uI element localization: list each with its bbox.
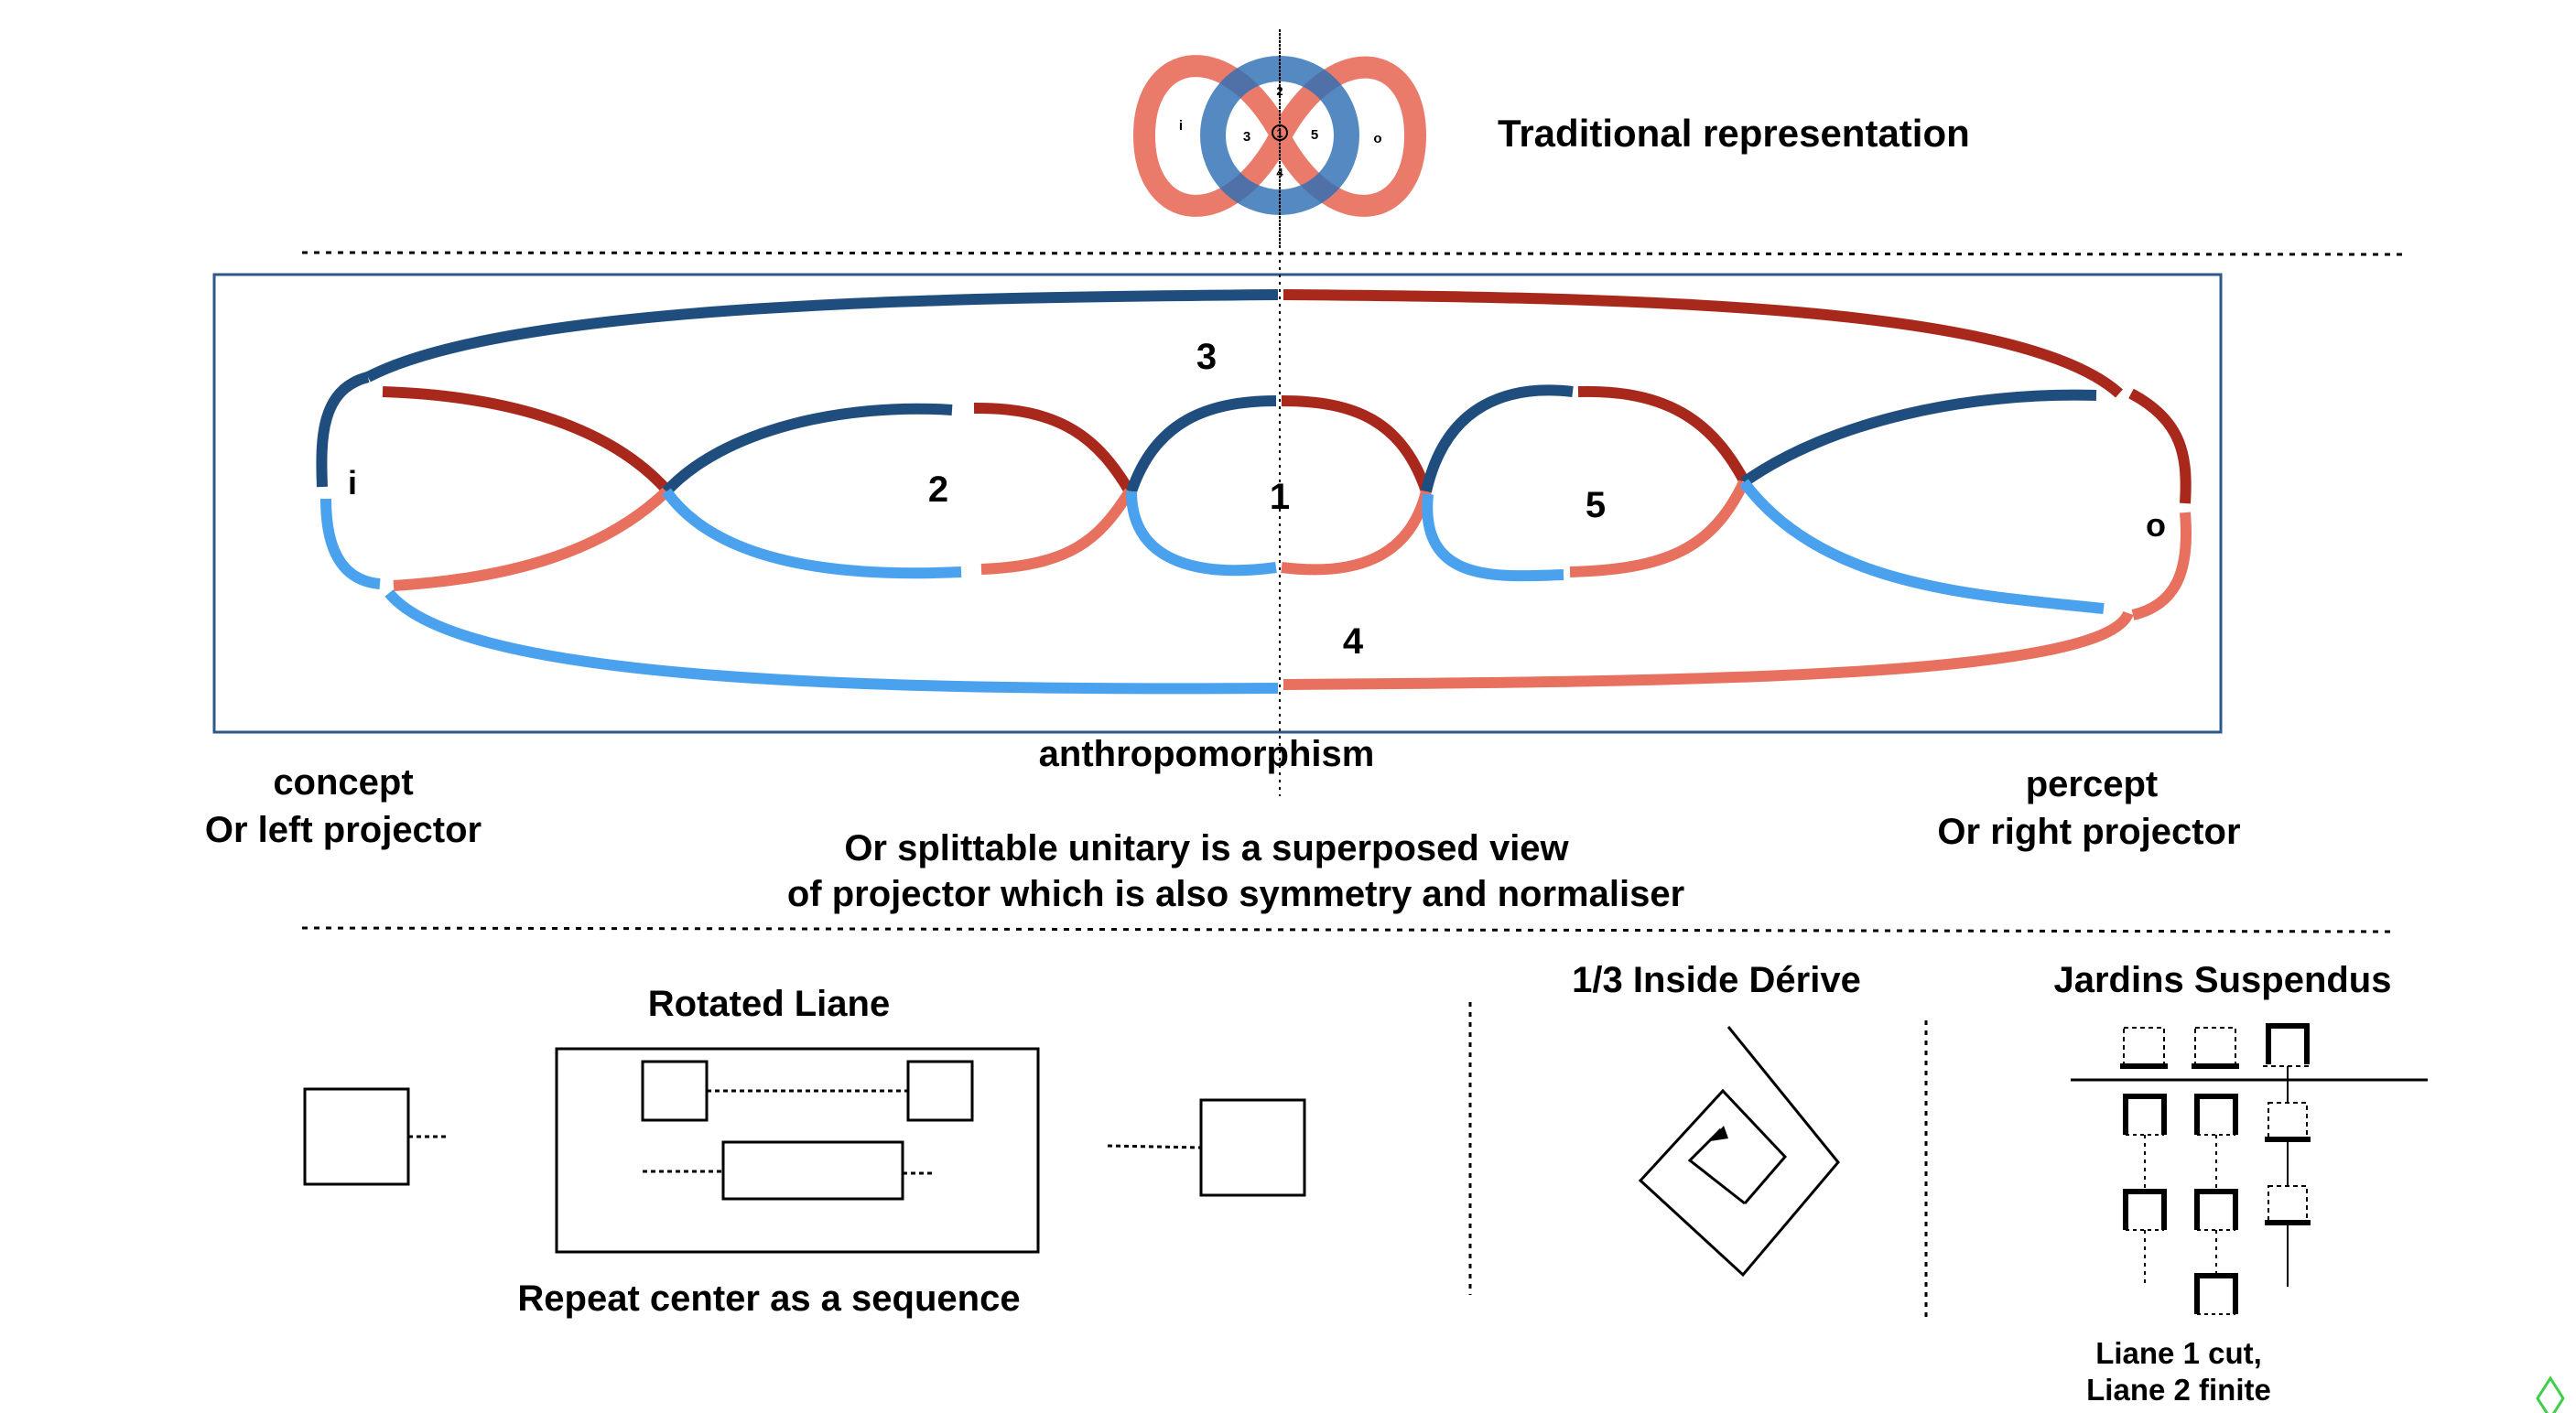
- strand-lobe-5-top-left: [1421, 384, 1574, 493]
- strand-lobe-5-bottom-right: [1569, 480, 1749, 577]
- rotated-liane-frame: [555, 1047, 1040, 1254]
- strand-lobe-i-top: [382, 386, 671, 494]
- left-caption-line-1: concept: [273, 762, 413, 803]
- strand-lobe-2-bottom: [662, 488, 962, 579]
- strand-lobe-5-top-right: [1577, 385, 1749, 483]
- strand-lobe-1-top-left: [1126, 395, 1277, 493]
- pot-col3-b: [2268, 1185, 2308, 1224]
- strand-i-cap-bottom: [320, 498, 381, 589]
- center-caption: anthropomorphism: [1039, 734, 1375, 774]
- pot-dashed-1: [2123, 1027, 2165, 1065]
- loop-label-3: 3: [1243, 129, 1250, 145]
- strand-outer-bottom-right: [1283, 610, 2134, 690]
- strand-lobe-1-bottom-left: [1126, 491, 1277, 577]
- right-caption-line-2: Or right projector: [1937, 812, 2240, 852]
- pot-col3-a: [2268, 1102, 2308, 1140]
- strand-lobe-1-bottom-right: [1281, 490, 1432, 576]
- strand-outer-top-left: [365, 289, 1279, 383]
- strand-o-cap-bottom: [2131, 512, 2192, 620]
- hanger-col2-c: [2194, 1273, 2238, 1314]
- inner-bar: [721, 1140, 904, 1201]
- strand-lobe-i-bottom: [393, 487, 671, 591]
- rotated-liane-title: Rotated Liane: [648, 984, 890, 1024]
- strand-lobe-1-top-right: [1281, 395, 1432, 493]
- hanger-col1-b: [2123, 1189, 2167, 1230]
- jardins-caption-line-1: Liane 1 cut,: [2095, 1336, 2262, 1370]
- rotated-liane-diagram: [303, 1047, 1306, 1254]
- right-square: [1199, 1098, 1306, 1197]
- strand-i-cap-top: [316, 372, 370, 488]
- strand-o-cap-top: [2128, 388, 2192, 504]
- pot-dashed-2: [2194, 1027, 2236, 1065]
- left-square: [303, 1087, 410, 1186]
- knot-label-4: 4: [1343, 621, 1364, 662]
- spiral-inner-arm: [1687, 1127, 1746, 1205]
- loop-center-mark: [1272, 124, 1288, 141]
- strand-lobe-2-top: [662, 403, 953, 496]
- spiral-arrow-head: [1710, 1126, 1728, 1141]
- knot-label-5: 5: [1586, 485, 1606, 525]
- right-caption-line-1: percept: [2026, 764, 2159, 804]
- knot-label-3: 3: [1196, 337, 1217, 377]
- rotated-liane-caption: Repeat center as a sequence: [517, 1278, 1020, 1319]
- knot-label-2: 2: [928, 469, 948, 510]
- description-line-1: Or splittable unitary is a superposed vi…: [844, 828, 1569, 868]
- knot-strands: [316, 289, 2192, 695]
- hanger-col2-a: [2194, 1094, 2238, 1135]
- loop-label-2: 2: [1276, 84, 1283, 98]
- derive-spiral: [1638, 1026, 1840, 1278]
- strand-lobe-5-bottom-left: [1422, 493, 1564, 582]
- strand-lobe-o-bottom: [1739, 479, 2105, 614]
- spiral-outer-arm: [1638, 1026, 1840, 1278]
- loop-label-5: 5: [1311, 127, 1318, 143]
- pot-solid-top: [2266, 1023, 2310, 1064]
- knot-label-i: i: [348, 464, 357, 502]
- strand-outer-top-right: [1283, 289, 2124, 398]
- derive-title: 1/3 Inside Dérive: [1572, 960, 1861, 1000]
- left-caption-line-2: Or left projector: [205, 810, 482, 850]
- jardins-caption-line-2: Liane 2 finite: [2086, 1373, 2271, 1407]
- divider-top: [301, 251, 2404, 256]
- inner-square-right: [906, 1060, 974, 1122]
- strand-outer-bottom-left: [384, 589, 1279, 695]
- knot-labels: i 2 3 1 5 4 o: [348, 337, 2166, 662]
- hanger-col1-a: [2123, 1094, 2167, 1135]
- jardins-diagram: [2071, 1023, 2428, 1315]
- loop-label-i: i: [1179, 118, 1183, 134]
- right-square-connector: [1107, 1144, 1202, 1149]
- jardins-title: Jardins Suspendus: [2054, 960, 2392, 1000]
- divider-bottom: [301, 926, 2397, 933]
- hanger-col2-b: [2194, 1189, 2238, 1230]
- inner-square-left: [641, 1060, 709, 1122]
- loop-label-o: o: [1373, 131, 1381, 146]
- knot-label-o: o: [2146, 506, 2166, 544]
- strand-lobe-2-bottom-right: [980, 488, 1135, 575]
- diamond-outline-icon[interactable]: [2536, 1375, 2565, 1413]
- traditional-title: Traditional representation: [1498, 112, 1970, 155]
- page-number: 2: [1273, 1408, 1291, 1413]
- strand-lobe-o-top: [1740, 389, 2097, 487]
- loop-label-1: 1: [1276, 126, 1283, 140]
- knot-label-1: 1: [1270, 477, 1290, 517]
- description-line-2: of projector which is also symmetry and …: [787, 874, 1684, 914]
- main-diagram-frame: [212, 273, 2223, 734]
- strand-lobe-2-top-right: [973, 402, 1135, 495]
